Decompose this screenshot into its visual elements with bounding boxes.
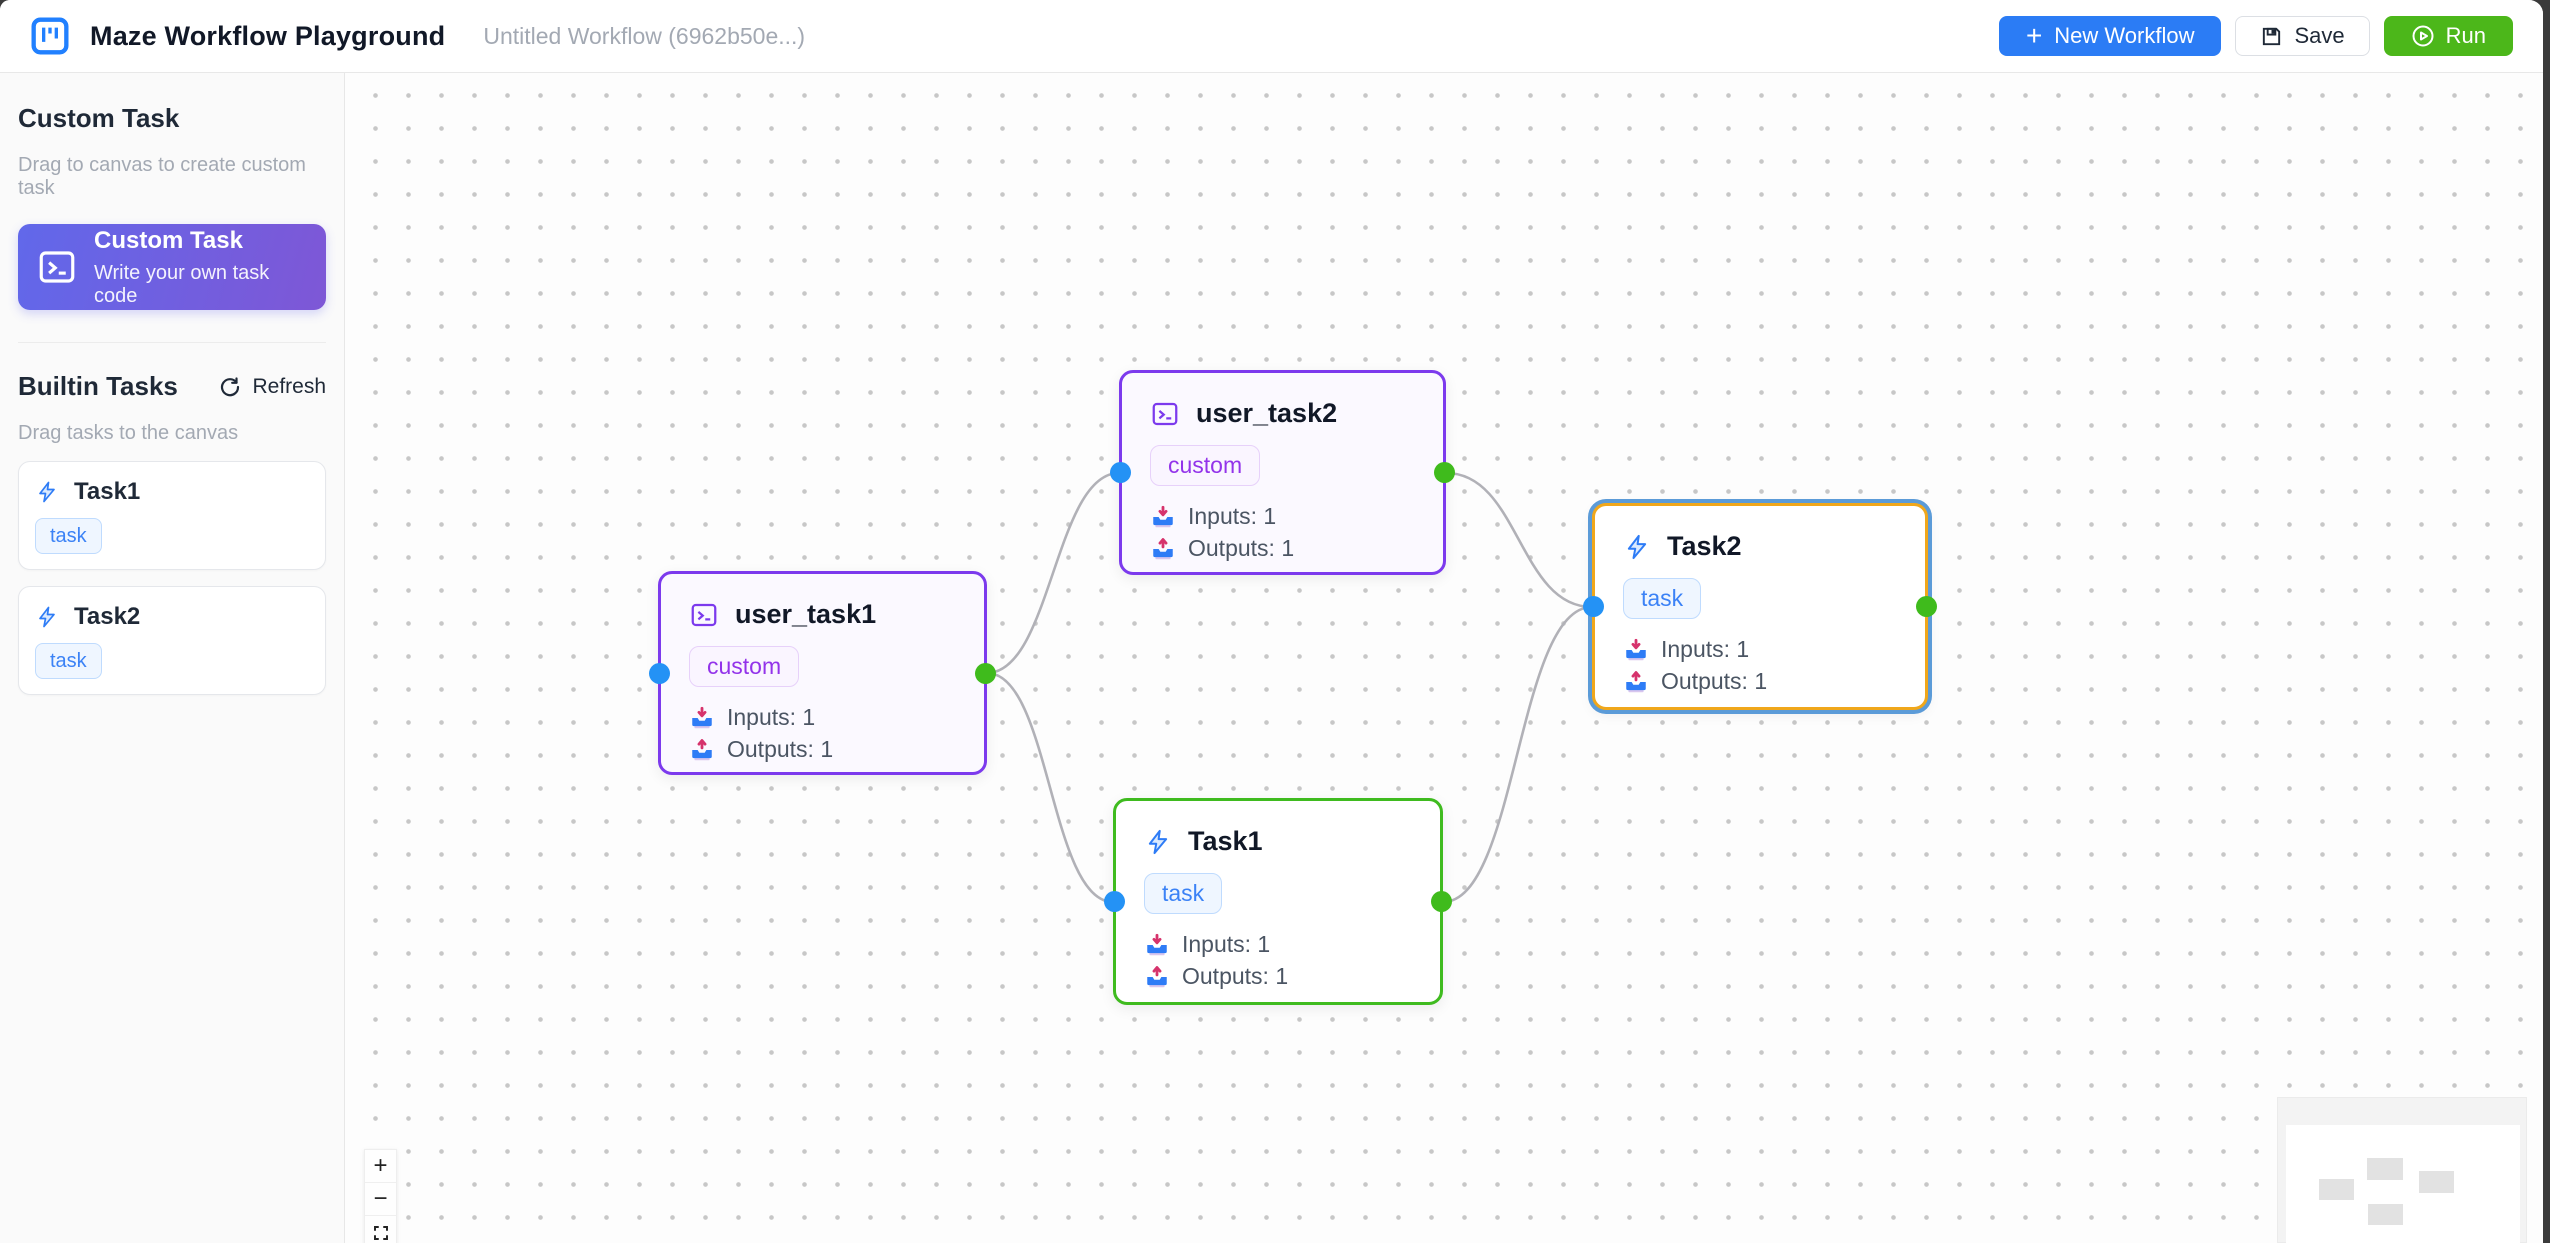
workflow-node-user_task1[interactable]: user_task1 custom Inputs: 1	[649, 571, 996, 775]
custom-card-title: Custom Task	[94, 226, 243, 254]
minimap-node-user_task2	[2367, 1158, 2403, 1180]
minimap-node-user_task1	[2319, 1179, 2354, 1200]
header-bar: Maze Workflow Playground Untitled Workfl…	[0, 0, 2543, 73]
output-port[interactable]	[975, 662, 996, 684]
edge-task1-task2	[1442, 605, 1593, 904]
minimap-node-task1	[2368, 1204, 2403, 1225]
node-title: Task1	[1188, 826, 1263, 856]
builtin-tasks-heading: Builtin Tasks	[18, 371, 178, 401]
minimap-node-task2	[2419, 1171, 2454, 1193]
node-outputs: Outputs: 1	[1188, 535, 1295, 561]
inbox-icon	[1626, 638, 1646, 660]
refresh-icon	[221, 376, 240, 396]
save-icon	[2263, 27, 2281, 45]
minimap[interactable]	[2277, 1097, 2527, 1243]
sidebar: Custom Task Drag to canvas to create cus…	[0, 73, 345, 1243]
node-type-badge: task	[1623, 578, 1702, 619]
input-port[interactable]	[649, 662, 670, 684]
lightning-icon	[39, 606, 55, 628]
workflow-name: Untitled Workflow (6962b50e...)	[483, 22, 806, 49]
play-circle-icon	[2412, 25, 2434, 47]
node-inputs: Inputs: 1	[727, 704, 816, 730]
input-port[interactable]	[1110, 462, 1131, 483]
node-title: user_task2	[1196, 398, 1338, 428]
edge-usertask1-usertask2	[986, 471, 1120, 675]
custom-task-heading: Custom Task	[18, 103, 180, 133]
zoom-out-button[interactable]: −	[365, 1183, 396, 1216]
fit-view-button[interactable]	[365, 1216, 396, 1243]
input-port[interactable]	[1104, 891, 1125, 912]
inbox-icon	[1153, 505, 1173, 527]
node-inputs: Inputs: 1	[1182, 931, 1271, 957]
canvas-controls: + −	[364, 1149, 397, 1243]
node-type-badge: task	[1144, 873, 1223, 914]
outbox-icon	[1153, 537, 1173, 559]
app-title: Maze Workflow Playground	[90, 20, 446, 51]
workflow-canvas[interactable]: user_task1 custom Inputs: 1	[345, 73, 2543, 1243]
task-name: Task1	[74, 478, 141, 505]
input-port[interactable]	[1583, 596, 1604, 617]
refresh-button[interactable]: Refresh	[218, 375, 326, 399]
run-button[interactable]: Run	[2383, 16, 2513, 56]
output-port[interactable]	[1431, 891, 1452, 912]
lightning-icon	[1148, 829, 1168, 854]
builtin-task-card-task1[interactable]: Task1 task	[18, 461, 326, 570]
task-type-badge: task	[35, 643, 102, 679]
zoom-in-button[interactable]: +	[365, 1150, 396, 1183]
output-port[interactable]	[1916, 596, 1937, 617]
app-logo-icon	[30, 16, 70, 56]
lightning-icon	[39, 481, 55, 503]
plus-icon: +	[2025, 20, 2043, 51]
inbox-icon	[1147, 933, 1167, 955]
outbox-icon	[692, 738, 712, 760]
custom-card-subtitle: Write your own task code	[94, 261, 270, 307]
terminal-icon	[691, 603, 717, 626]
node-inputs: Inputs: 1	[1661, 636, 1750, 662]
workflow-node-task1[interactable]: Task1 task Inputs: 1	[1104, 798, 1452, 1005]
lightning-icon	[1627, 534, 1647, 559]
node-type-badge: custom	[1150, 445, 1261, 486]
node-inputs: Inputs: 1	[1188, 503, 1277, 529]
node-title: user_task1	[735, 599, 877, 629]
inbox-icon	[692, 706, 712, 728]
sidebar-divider	[18, 342, 326, 343]
edge-layer	[986, 471, 1593, 904]
task-name: Task2	[74, 603, 141, 630]
outbox-icon	[1626, 670, 1646, 692]
fit-view-icon	[373, 1225, 388, 1240]
node-outputs: Outputs: 1	[727, 736, 834, 762]
workflow-node-user_task2[interactable]: user_task2 custom Inputs: 1	[1110, 370, 1455, 575]
builtin-task-card-task2[interactable]: Task2 task	[18, 586, 326, 695]
node-title: Task2	[1667, 531, 1742, 561]
terminal-icon	[36, 246, 78, 288]
terminal-icon	[1152, 402, 1178, 425]
edge-usertask1-task1	[986, 671, 1114, 904]
task-type-badge: task	[35, 518, 102, 554]
workflow-node-task2[interactable]: Task2 task Inputs: 1	[1583, 503, 1937, 710]
custom-task-draggable-card[interactable]: Custom Task Write your own task code	[18, 224, 326, 310]
node-outputs: Outputs: 1	[1182, 963, 1289, 989]
new-workflow-button[interactable]: + New Workflow	[1998, 16, 2222, 56]
node-outputs: Outputs: 1	[1661, 668, 1768, 694]
edge-usertask2-task2	[1445, 471, 1593, 609]
builtin-tasks-hint: Drag tasks to the canvas	[18, 422, 239, 444]
outbox-icon	[1147, 965, 1167, 987]
node-type-badge: custom	[689, 646, 800, 687]
save-button[interactable]: Save	[2235, 16, 2370, 56]
output-port[interactable]	[1434, 462, 1455, 483]
custom-task-hint: Drag to canvas to create custom task	[18, 154, 306, 199]
